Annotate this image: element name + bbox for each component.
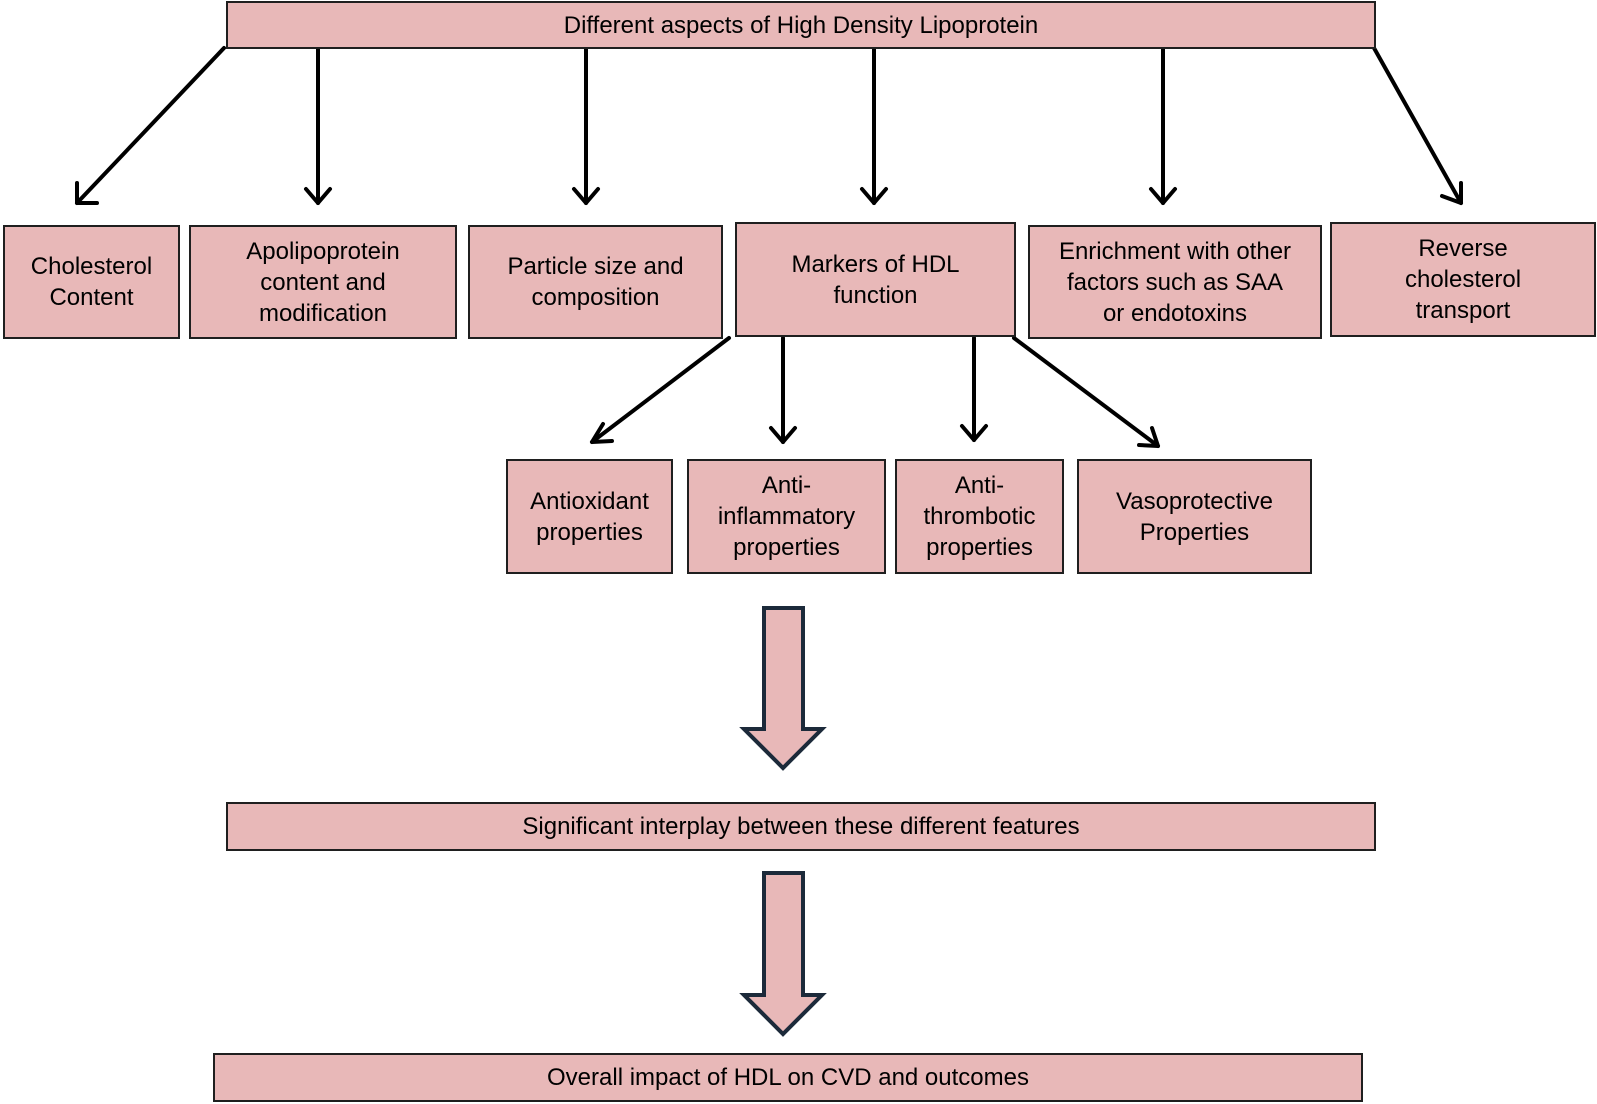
- block-arrow-to-outcome: [739, 871, 827, 1037]
- function-label: Anti- inflammatory properties: [717, 472, 856, 561]
- interplay-box: Significant interplay between these diff…: [226, 802, 1376, 851]
- arrow-to-antioxidant: [590, 336, 731, 444]
- aspect-label: Reverse cholesterol transport: [1404, 235, 1522, 324]
- outcome-label: Overall impact of HDL on CVD and outcome…: [547, 1064, 1029, 1091]
- arrow-to-cholesterol: [75, 46, 226, 205]
- aspect-box-cholesterol: Cholesterol Content: [3, 225, 180, 339]
- aspect-box-particle-size: Particle size and composition: [468, 225, 723, 339]
- outcome-box: Overall impact of HDL on CVD and outcome…: [213, 1053, 1363, 1102]
- arrow-to-reverse-transport: [1372, 46, 1463, 205]
- aspect-box-markers: Markers of HDL function: [735, 222, 1016, 337]
- function-label: Anti- thrombotic properties: [923, 472, 1036, 561]
- function-box-anti-thrombotic: Anti- thrombotic properties: [895, 459, 1064, 574]
- function-label: Antioxidant properties: [530, 487, 649, 546]
- interplay-label: Significant interplay between these diff…: [522, 813, 1080, 840]
- aspect-label: Particle size and composition: [507, 253, 684, 311]
- aspect-label: Markers of HDL function: [791, 250, 960, 309]
- aspect-label: Apolipoprotein content and modification: [246, 237, 400, 327]
- top-box: Different aspects of High Density Lipopr…: [226, 1, 1376, 49]
- block-arrow-to-interplay: [739, 606, 827, 771]
- function-box-vasoprotective: Vasoprotective Properties: [1077, 459, 1312, 574]
- aspect-box-reverse-transport: Reverse cholesterol transport: [1330, 222, 1596, 337]
- top-label: Different aspects of High Density Lipopr…: [563, 11, 1039, 39]
- function-box-anti-inflammatory: Anti- inflammatory properties: [687, 459, 886, 574]
- aspect-box-apolipoprotein: Apolipoprotein content and modification: [189, 225, 457, 339]
- aspect-label: Cholesterol Content: [30, 253, 153, 311]
- function-label: Vasoprotective Properties: [1116, 487, 1273, 546]
- aspect-label: Enrichment with other factors such as SA…: [1058, 237, 1292, 327]
- function-box-antioxidant: Antioxidant properties: [506, 459, 673, 574]
- aspect-box-enrichment: Enrichment with other factors such as SA…: [1028, 225, 1322, 339]
- arrow-to-vasoprotective: [1012, 336, 1160, 448]
